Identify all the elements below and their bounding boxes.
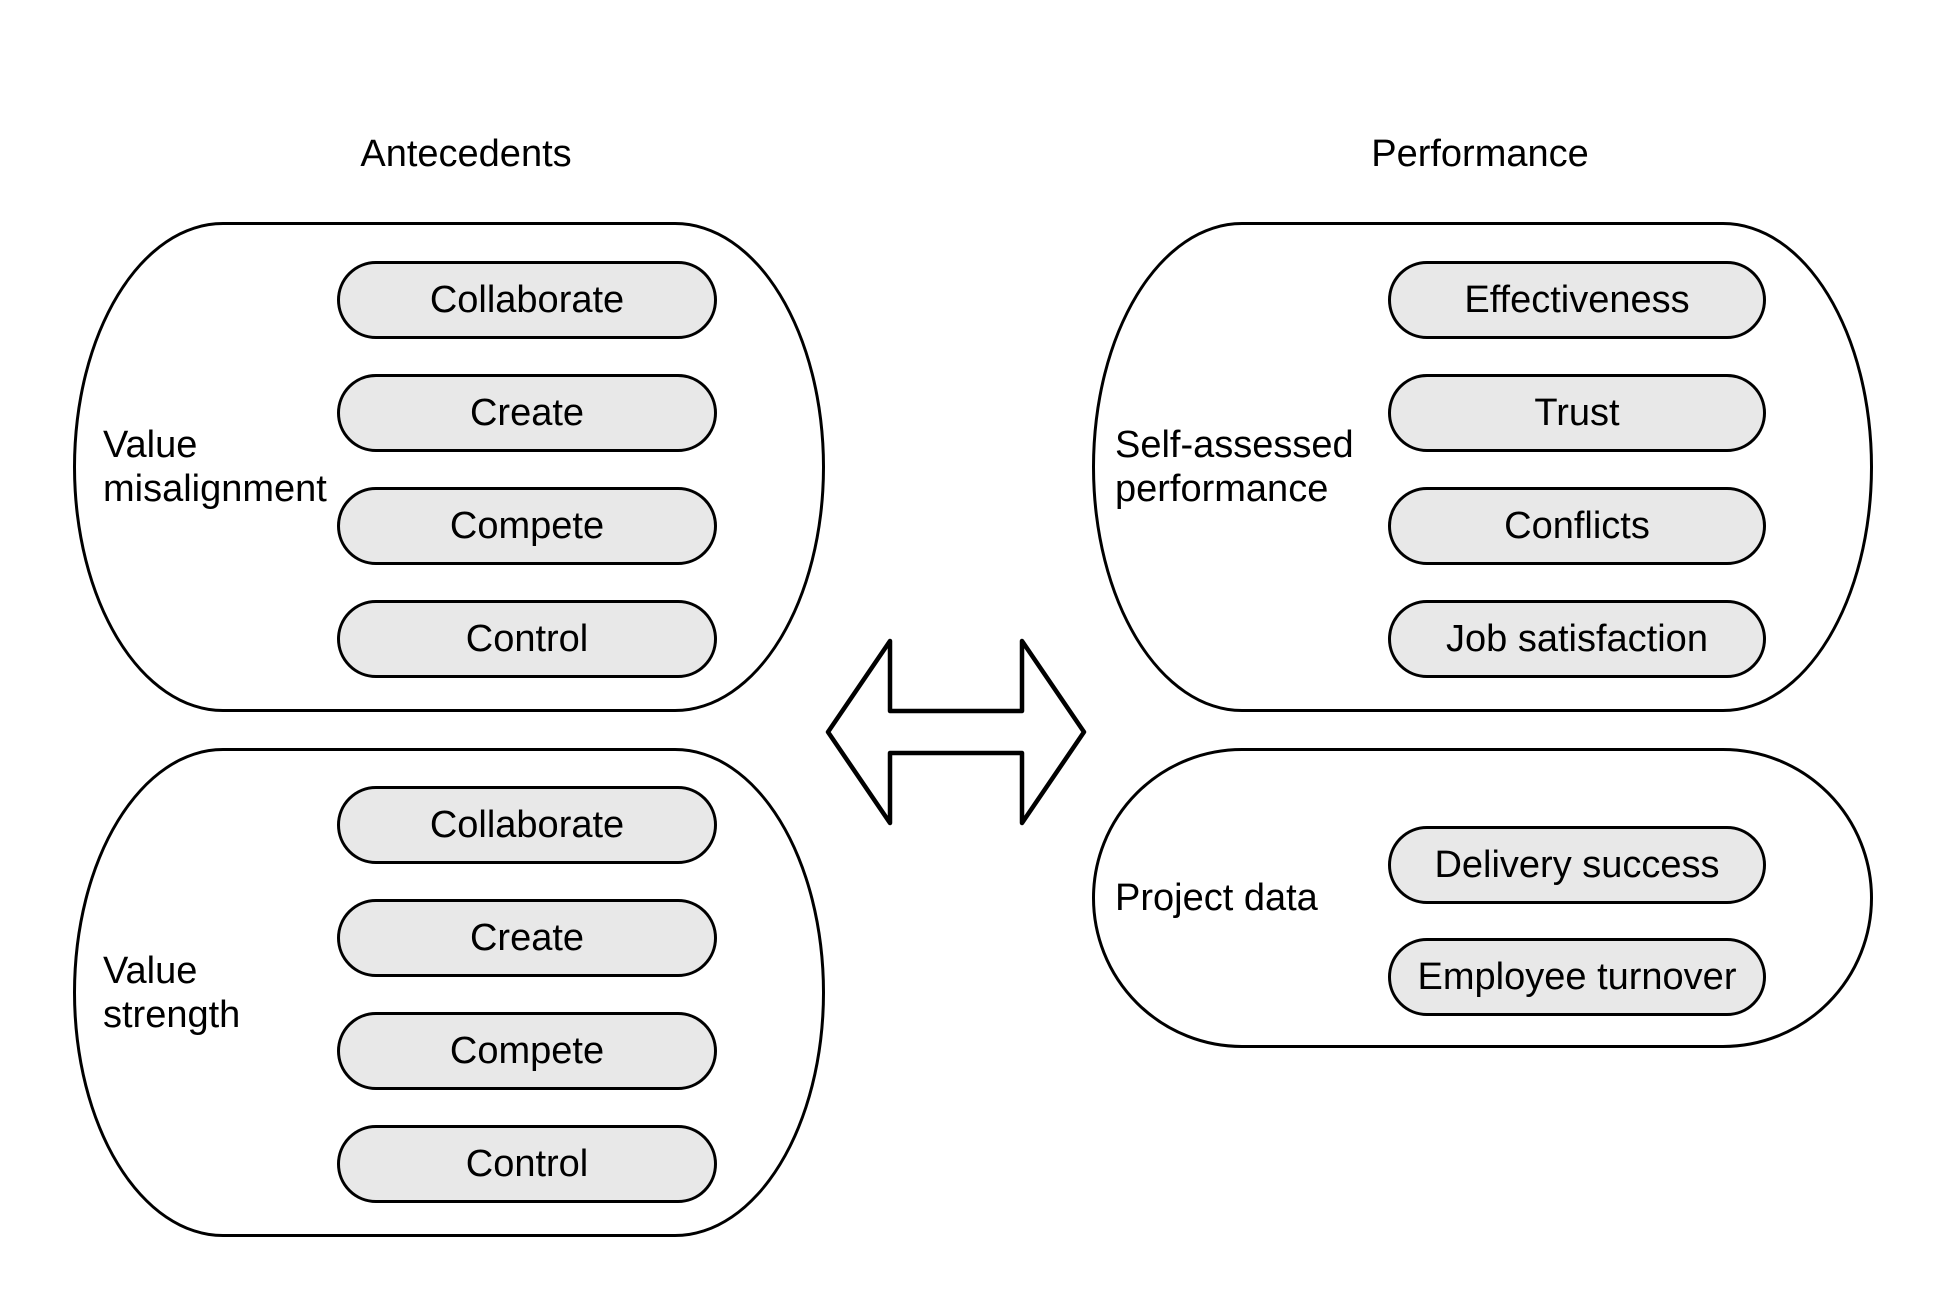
column-heading-performance: Performance bbox=[1371, 133, 1589, 175]
group-label-line: Self-assessed bbox=[1115, 424, 1354, 466]
pill-collaborate: Collaborate bbox=[337, 786, 717, 864]
pill-trust: Trust bbox=[1388, 374, 1766, 452]
pill-compete: Compete bbox=[337, 1012, 717, 1090]
column-heading-antecedents: Antecedents bbox=[360, 133, 572, 175]
group-label-self-assessed-performance: Self-assessed performance bbox=[1115, 423, 1354, 511]
group-label-value-misalignment: Value misalignment bbox=[103, 423, 327, 511]
group-label-line: misalignment bbox=[103, 468, 327, 510]
group-container-self-assessed-performance: Self-assessed performance Effectiveness … bbox=[1092, 222, 1873, 712]
pill-collaborate: Collaborate bbox=[337, 261, 717, 339]
group-container-value-misalignment: Value misalignment Collaborate Create Co… bbox=[73, 222, 825, 712]
pill-effectiveness: Effectiveness bbox=[1388, 261, 1766, 339]
pill-control: Control bbox=[337, 600, 717, 678]
group-label-line: strength bbox=[103, 993, 241, 1036]
pill-create: Create bbox=[337, 374, 717, 452]
pill-conflicts: Conflicts bbox=[1388, 487, 1766, 565]
group-label-line: Project data bbox=[1115, 877, 1318, 919]
group-label-line: Value bbox=[103, 424, 198, 466]
group-label-line: performance bbox=[1115, 468, 1329, 510]
group-container-project-data: Project data Delivery success Employee t… bbox=[1092, 748, 1873, 1048]
group-container-value-strength: Value strength Collaborate Create Compet… bbox=[73, 748, 825, 1237]
pill-compete: Compete bbox=[337, 487, 717, 565]
group-label-project-data: Project data bbox=[1115, 876, 1318, 920]
pill-delivery-success: Delivery success bbox=[1388, 826, 1766, 904]
pill-employee-turnover: Employee turnover bbox=[1388, 938, 1766, 1016]
pill-control: Control bbox=[337, 1125, 717, 1203]
group-label-line: Value bbox=[103, 949, 198, 992]
group-label-value-strength: Value strength bbox=[103, 949, 240, 1037]
pill-job-satisfaction: Job satisfaction bbox=[1388, 600, 1766, 678]
double-arrow-icon bbox=[825, 638, 1087, 826]
pill-create: Create bbox=[337, 899, 717, 977]
